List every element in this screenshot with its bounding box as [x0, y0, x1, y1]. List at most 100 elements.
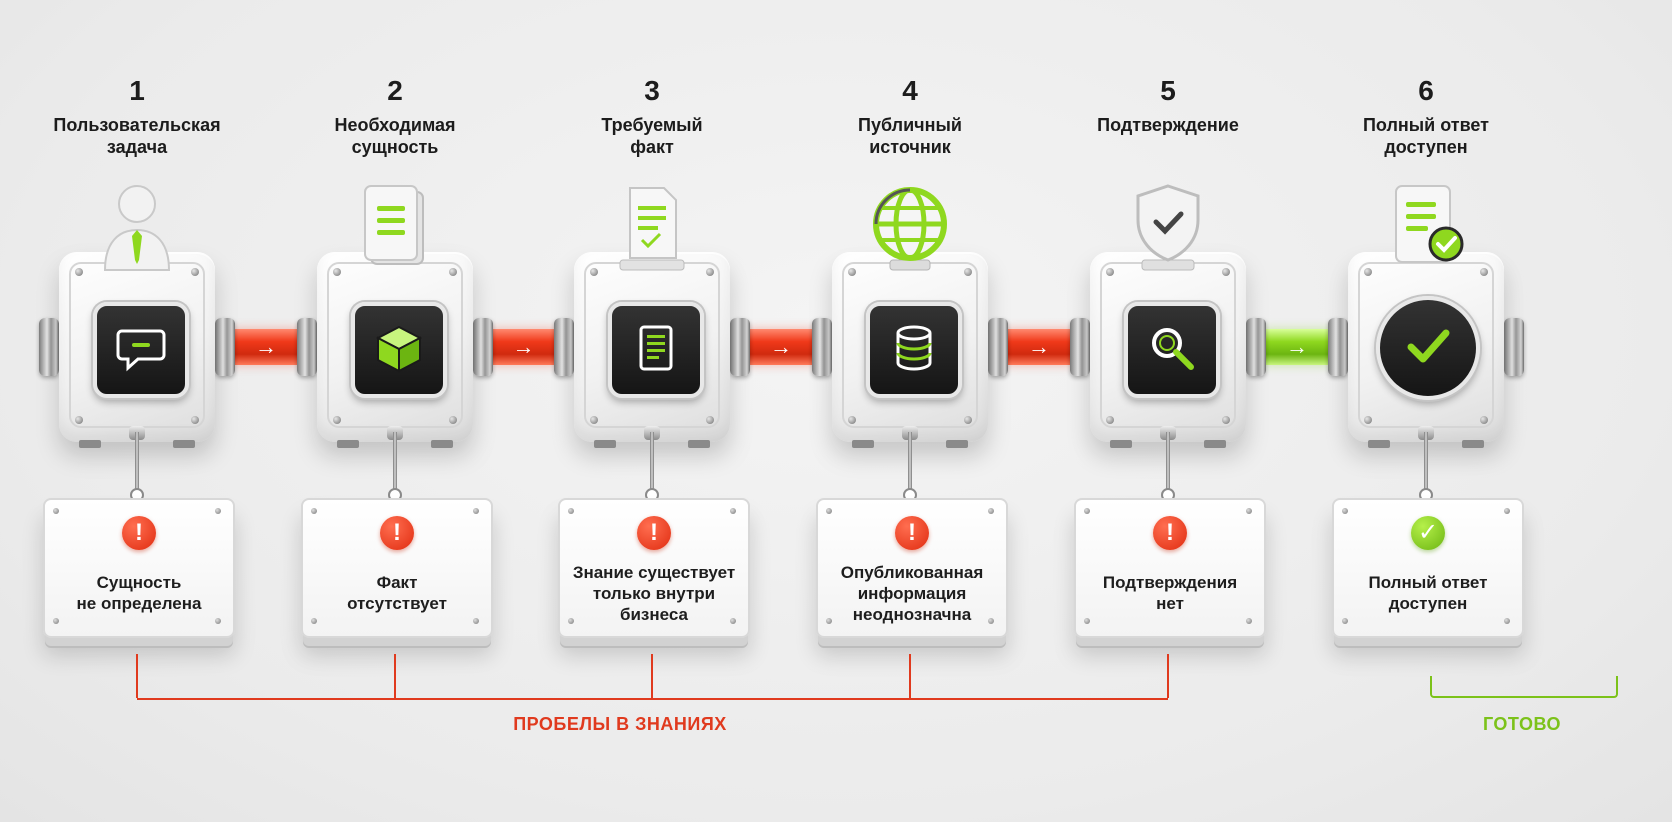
- module-foot: [431, 440, 453, 448]
- step-title: Требуемый факт: [601, 115, 703, 157]
- arrow-right-icon: →: [512, 334, 535, 359]
- bolt-icon: [191, 416, 199, 424]
- card-bolt: [988, 618, 994, 624]
- step-title: Необходимая сущность: [334, 115, 456, 157]
- card-bolt: [1246, 508, 1252, 514]
- pipe-collar: [988, 318, 1008, 376]
- pipe-collar: [554, 318, 574, 376]
- done-label: ГОТОВО: [1482, 714, 1562, 734]
- card-bolt: [826, 508, 832, 514]
- done-bracket: [1430, 676, 1618, 698]
- status-text: Подтверждения нет: [1102, 573, 1238, 613]
- module-foot: [946, 440, 968, 448]
- card-bolt: [988, 508, 994, 514]
- module-panel: [866, 302, 962, 398]
- module-panel: [93, 302, 189, 398]
- bolt-icon: [1222, 268, 1230, 276]
- bolt-icon: [333, 268, 341, 276]
- bolt-icon: [1106, 416, 1114, 424]
- step-module: [317, 252, 473, 448]
- module-foot: [1110, 440, 1132, 448]
- step-number: 2: [387, 75, 403, 106]
- bolt-icon: [706, 268, 714, 276]
- status-text: Полный ответ доступен: [1368, 573, 1488, 613]
- bolt-icon: [449, 268, 457, 276]
- gaps-bracket-tick: [394, 654, 396, 698]
- globe-icon: [855, 178, 965, 278]
- module-panel: [351, 302, 447, 398]
- step-title: Полный ответ доступен: [1362, 115, 1489, 157]
- step-module: [1348, 252, 1504, 448]
- card-bolt: [1342, 508, 1348, 514]
- pipe-collar: [1070, 318, 1090, 376]
- connector-pipe: →: [1262, 329, 1332, 365]
- module-foot: [79, 440, 101, 448]
- shield-check-icon: [1113, 178, 1223, 278]
- module-foot: [337, 440, 359, 448]
- pipe-collar: [473, 318, 493, 376]
- arrow-right-icon: →: [255, 334, 277, 359]
- pipe-collar: [39, 318, 59, 376]
- bolt-icon: [75, 416, 83, 424]
- step-module: [832, 252, 988, 448]
- card-bolt: [473, 618, 479, 624]
- module-foot: [688, 440, 710, 448]
- card-bolt: [730, 618, 736, 624]
- module-foot: [1204, 440, 1226, 448]
- status-text: Сущность не определена: [76, 573, 202, 613]
- gaps-bracket-tick: [136, 654, 138, 698]
- card-bolt: [730, 508, 736, 514]
- card-bolt: [311, 508, 317, 514]
- pipe-collar: [1246, 318, 1266, 376]
- status-text: Факт отсутствует: [347, 573, 447, 613]
- module-foot: [594, 440, 616, 448]
- step-title: Пользовательская задача: [53, 115, 221, 157]
- status-text: Опубликованная информация неоднозначна: [840, 562, 984, 624]
- gaps-bracket-tick: [1167, 654, 1169, 698]
- card-bolt: [215, 618, 221, 624]
- card-stem: [650, 432, 654, 494]
- bolt-icon: [590, 416, 598, 424]
- warning-badge-icon: !: [380, 516, 414, 550]
- card-bolt: [1084, 618, 1090, 624]
- gaps-bracket-tick: [909, 654, 911, 698]
- status-card: ✓Полный ответ доступен: [1332, 498, 1524, 638]
- warning-badge-icon: !: [637, 516, 671, 550]
- gaps-bracket-tick: [651, 654, 653, 698]
- card-bolt: [568, 508, 574, 514]
- card-bolt: [311, 618, 317, 624]
- chat-bubble-icon: [114, 321, 168, 380]
- pipe-collar: [297, 318, 317, 376]
- cube-icon: [372, 321, 426, 380]
- database-icon: [887, 321, 941, 380]
- step-title: Публичный источник: [858, 115, 962, 157]
- arrow-right-icon: →: [1286, 334, 1308, 359]
- bolt-icon: [1106, 268, 1114, 276]
- step-module: [574, 252, 730, 448]
- arrow-right-icon: →: [1028, 334, 1050, 359]
- card-bolt: [215, 508, 221, 514]
- card-bolt: [473, 508, 479, 514]
- step-number: 6: [1418, 75, 1434, 106]
- document-icon: [629, 321, 683, 380]
- gaps-label: ПРОБЕЛЫ В ЗНАНИЯХ: [513, 714, 727, 734]
- card-bolt: [1246, 618, 1252, 624]
- bolt-icon: [1480, 416, 1488, 424]
- bolt-icon: [1222, 416, 1230, 424]
- module-foot: [852, 440, 874, 448]
- module-foot: [1462, 440, 1484, 448]
- bolt-icon: [75, 268, 83, 276]
- warning-badge-icon: !: [1153, 516, 1187, 550]
- card-bolt: [568, 618, 574, 624]
- card-bolt: [53, 508, 59, 514]
- card-stem: [1166, 432, 1170, 494]
- status-card: ! Подтверждения нет: [1074, 498, 1266, 638]
- gaps-bracket: [137, 698, 1168, 700]
- step-number: 4: [902, 75, 918, 106]
- card-bolt: [1504, 618, 1510, 624]
- card-bolt: [1342, 618, 1348, 624]
